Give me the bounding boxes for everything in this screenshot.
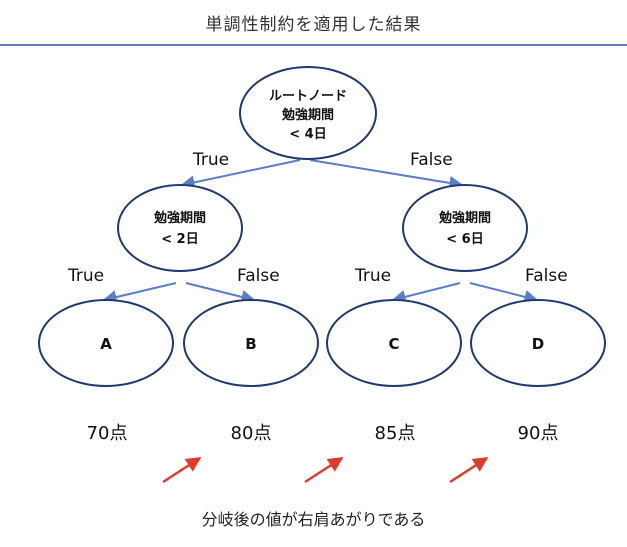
left-node-line1: 勉強期間 [153, 210, 206, 226]
edge-label-left-false: False [237, 266, 280, 286]
score-d: 90点 [518, 423, 559, 444]
leaf-node-a-label: A [100, 335, 112, 353]
score-b: 80点 [231, 423, 272, 444]
arrow-up-right-icon [304, 456, 344, 484]
edge-left-true [102, 282, 177, 304]
root-node-line3: < 4日 [289, 127, 326, 142]
leaf-node-c-label: C [388, 335, 399, 353]
edge-right-true [391, 282, 461, 304]
edge-label-left-true: True [67, 266, 104, 286]
edge-label-root-false: False [410, 150, 453, 170]
score-a: 70点 [87, 423, 128, 444]
edge-root-false [309, 159, 464, 190]
right-node-line1: 勉強期間 [438, 210, 491, 226]
root-node-line1: ルートノード [269, 89, 347, 104]
arrow-up-right-icon [449, 456, 489, 484]
edge-label-right-false: False [525, 266, 568, 286]
root-node [239, 66, 377, 160]
right-node [402, 184, 528, 272]
score-c: 85点 [375, 423, 416, 444]
leaf-node-d [470, 299, 606, 387]
leaf-node-b [183, 299, 319, 387]
title-divider [0, 44, 627, 46]
edge-root-true [180, 159, 301, 190]
leaf-node-c [326, 299, 462, 387]
leaf-node-d-label: D [532, 335, 544, 353]
right-node-line2: < 6日 [446, 232, 483, 247]
arrow-up-right-icon [162, 456, 202, 484]
page-title: 単調性制約を適用した結果 [205, 15, 422, 35]
edge-label-root-true: True [192, 150, 229, 170]
edge-right-false [469, 282, 539, 304]
root-node-line2: 勉強期間 [281, 107, 334, 123]
left-node [117, 184, 243, 272]
left-node-line2: < 2日 [161, 232, 198, 247]
edge-label-right-true: True [354, 266, 391, 286]
leaf-node-b-label: B [245, 335, 256, 353]
edge-left-false [185, 282, 256, 304]
leaf-node-a [38, 299, 174, 387]
caption: 分岐後の値が右肩あがりである [201, 510, 426, 529]
